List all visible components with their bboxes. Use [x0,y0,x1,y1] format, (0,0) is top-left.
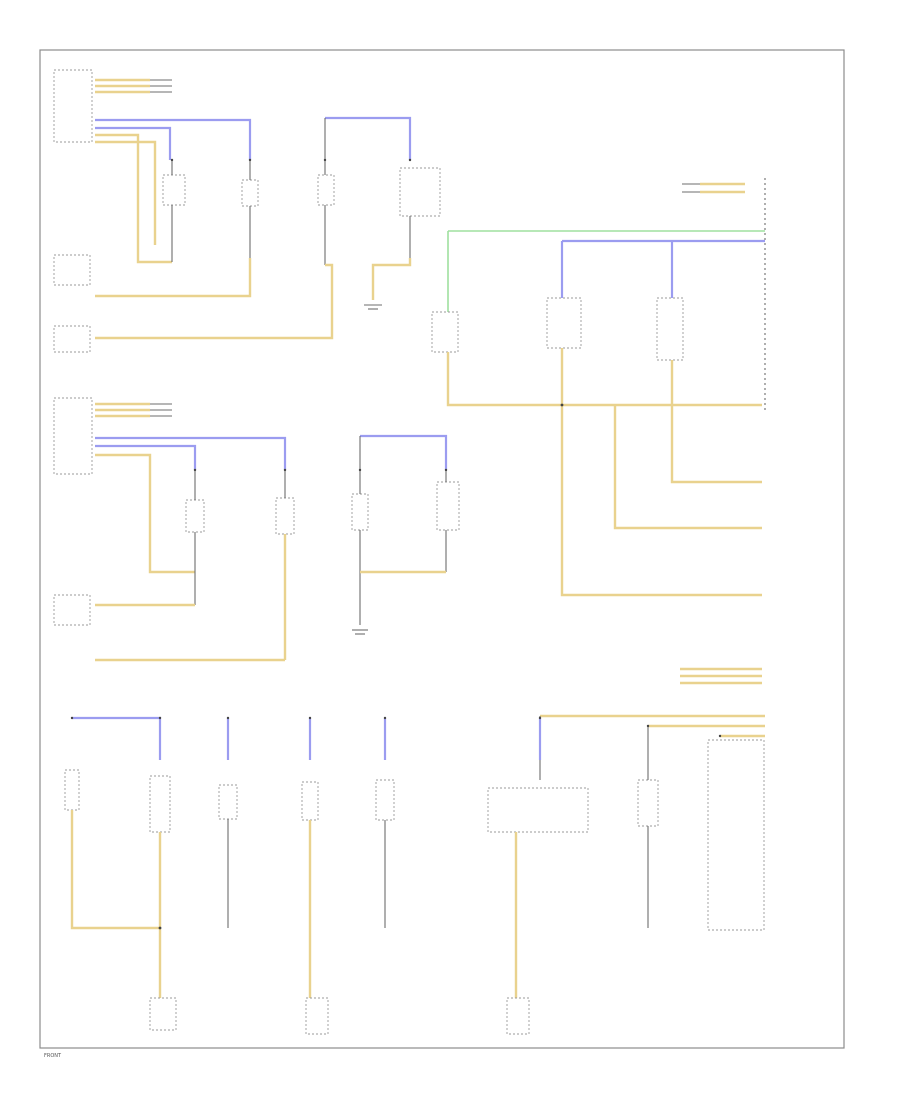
right-rear-door-control-module [53,397,93,475]
right-rear-window-switch [185,499,205,533]
left-rear-window-lock-switch [399,167,441,217]
rear-reading-switch [375,779,395,821]
luggage-compartment-light [149,775,171,833]
left-rear-seat-illumination [317,174,335,206]
glove-box-light-switch [64,769,80,811]
central-convenience-unit [707,739,765,931]
passenger-seat-heater-switch [656,297,684,361]
power-window-relay [637,779,659,827]
right-rear-seat-illumination [351,493,369,531]
sunroof-control-module [487,787,589,833]
luggage-compartment-switch [218,784,238,820]
top-right-cluster [431,178,766,597]
middle-left-cluster [53,397,460,662]
diagram-frame [39,49,845,1049]
bottom-cluster [64,667,765,1035]
front-passenger-window-switch [431,311,459,353]
front-passenger-window-lock-switch [546,297,582,349]
sunshade-motor [506,997,530,1035]
right-rear-window-lock-switch [436,481,460,531]
left-rear-seat-heater-switch [241,179,259,207]
sunroof-motor [305,997,329,1035]
right-rear-reading-light [53,594,91,626]
left-rear-door-control-module [53,69,93,143]
top-left-cluster [53,69,441,353]
left-rear-window-switch [162,174,186,206]
footer-label: FRONT [44,1053,62,1059]
vanity-mirror-light [301,781,319,821]
left-front-reading-light [149,997,177,1031]
left-rear-control-unit [53,254,91,286]
left-rear-reading-light [53,325,91,353]
right-rear-seat-heater-switch [275,497,295,535]
